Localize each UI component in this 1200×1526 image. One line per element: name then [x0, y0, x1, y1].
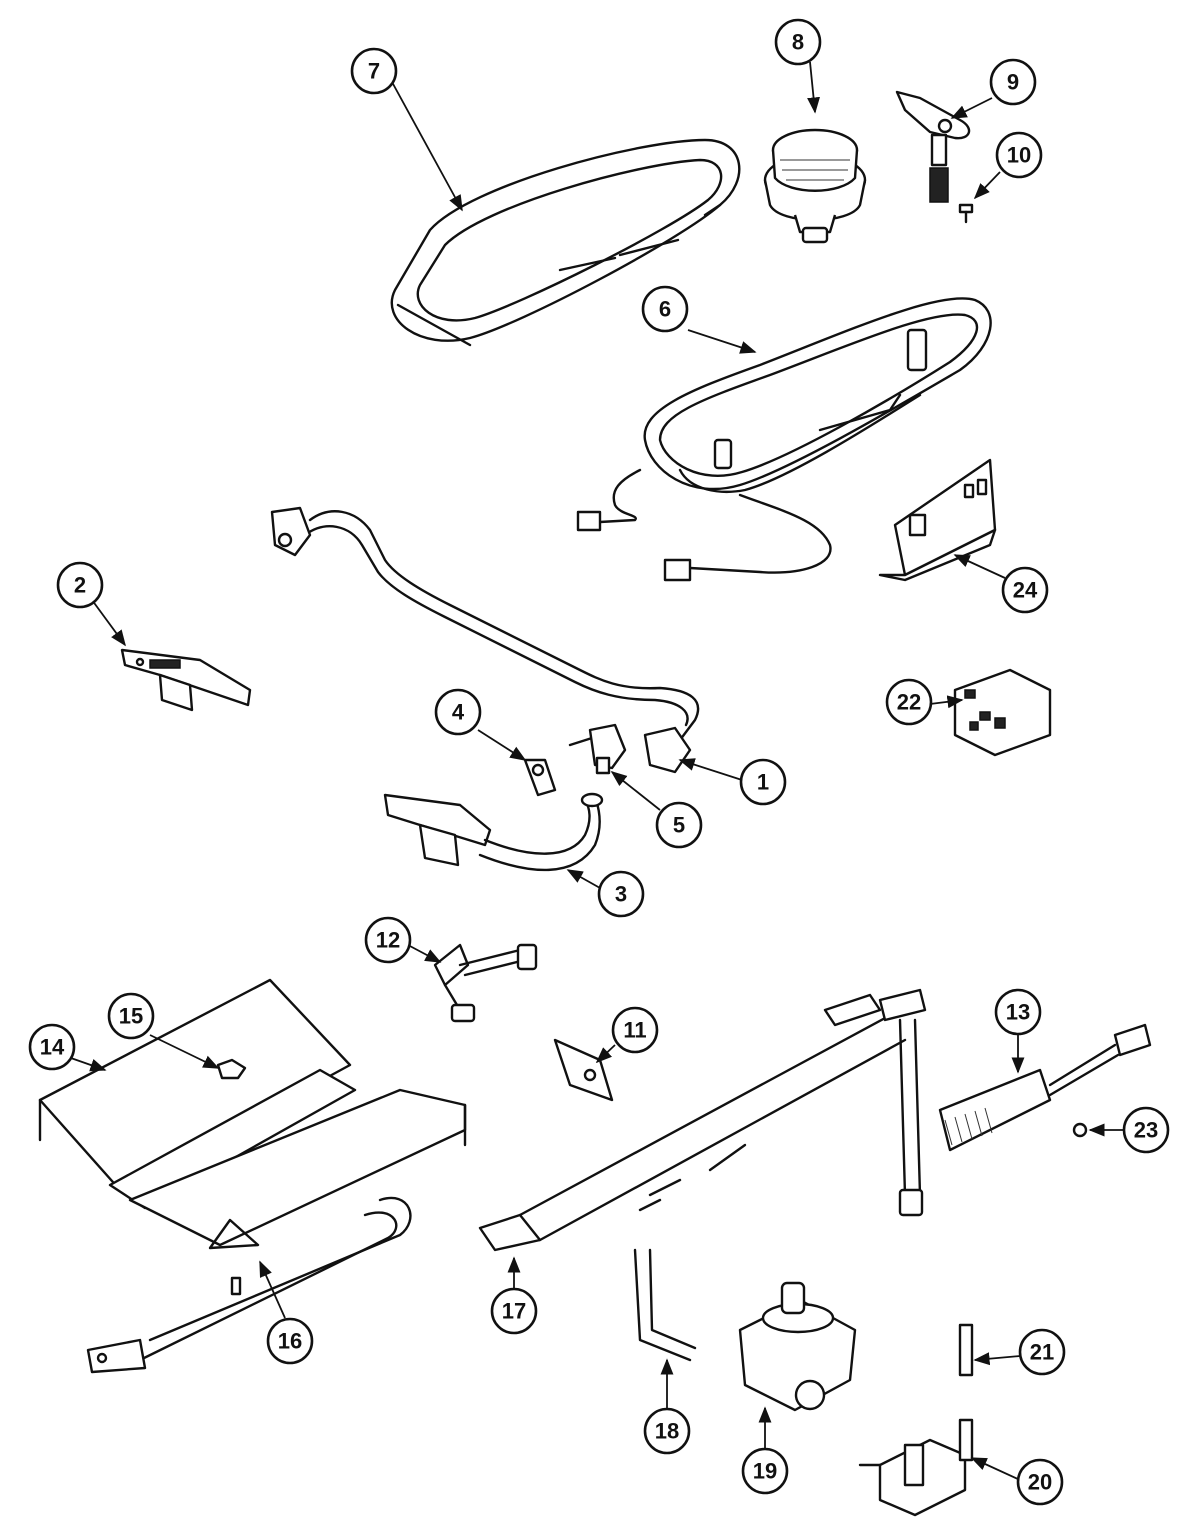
callout-20: 20 — [1016, 1458, 1064, 1506]
part-9-igniter-electrode — [895, 90, 971, 203]
svg-text:15: 15 — [119, 1004, 143, 1029]
svg-text:24: 24 — [1013, 578, 1038, 603]
part-15-wing-nut — [216, 1058, 247, 1080]
callout-8: 8 — [774, 18, 822, 66]
callout-7: 7 — [350, 47, 398, 95]
leader-22 — [929, 695, 964, 709]
part-11-plate — [553, 1038, 614, 1102]
svg-text:18: 18 — [655, 1419, 679, 1444]
callout-19: 19 — [741, 1447, 789, 1495]
callout-5: 5 — [655, 801, 703, 849]
part-8-burner-head — [763, 128, 867, 244]
part-7-burner-ring — [390, 138, 741, 347]
leader-9 — [950, 97, 993, 119]
leader-16 — [259, 1260, 286, 1319]
callout-1: 1 — [739, 758, 787, 806]
callout-22: 22 — [885, 678, 933, 726]
leader-24 — [953, 554, 1006, 579]
svg-text:1: 1 — [757, 770, 769, 795]
part-24-bracket — [878, 458, 997, 582]
part-16-burner-tube — [86, 1196, 412, 1374]
leader-4 — [477, 729, 527, 761]
leader-10 — [973, 171, 1001, 200]
leader-5 — [610, 770, 661, 811]
svg-text:20: 20 — [1028, 1470, 1052, 1495]
svg-text:16: 16 — [278, 1329, 302, 1354]
callout-17: 17 — [490, 1287, 538, 1335]
leader-15 — [149, 1034, 220, 1069]
svg-text:19: 19 — [753, 1459, 777, 1484]
leader-14 — [67, 1056, 107, 1072]
svg-text:23: 23 — [1134, 1118, 1158, 1143]
leader-21 — [973, 1352, 1021, 1366]
svg-text:7: 7 — [368, 59, 380, 84]
part-10-screw — [958, 203, 974, 224]
part-23-screw — [1072, 1122, 1088, 1138]
callout-2: 2 — [56, 561, 104, 609]
callout-16: 16 — [266, 1317, 314, 1365]
callout-15: 15 — [107, 992, 155, 1040]
leader-2 — [91, 599, 126, 647]
svg-text:6: 6 — [659, 297, 671, 322]
svg-text:21: 21 — [1030, 1340, 1054, 1365]
svg-text:12: 12 — [376, 928, 400, 953]
svg-text:10: 10 — [1007, 143, 1031, 168]
part-4-clip — [523, 758, 557, 797]
callout-23: 23 — [1122, 1106, 1170, 1154]
callout-18: 18 — [643, 1407, 691, 1455]
callout-14: 14 — [28, 1023, 76, 1071]
callout-24: 24 — [1001, 566, 1049, 614]
leader-8 — [807, 61, 820, 114]
part-17-main-burner-tube — [478, 988, 927, 1252]
leader-6 — [687, 329, 757, 354]
part-22-ignition-module — [953, 668, 1052, 757]
callouts: 1 2 3 4 5 6 7 8 9 10 11 12 13 14 15 16 1… — [28, 18, 1170, 1506]
leader-12 — [407, 944, 442, 963]
svg-text:4: 4 — [452, 700, 465, 725]
callout-21: 21 — [1018, 1328, 1066, 1376]
svg-text:14: 14 — [40, 1035, 65, 1060]
callout-10: 10 — [995, 131, 1043, 179]
leader-11 — [595, 1044, 616, 1064]
leader-lines — [67, 61, 1125, 1481]
callout-4: 4 — [434, 688, 482, 736]
callout-3: 3 — [597, 870, 645, 918]
callout-6: 6 — [641, 285, 689, 333]
part-18-tubing — [633, 1143, 747, 1362]
part-5-valve — [568, 723, 627, 775]
part-2-bracket — [120, 648, 252, 712]
part-19-pressure-regulator — [738, 1281, 857, 1412]
callout-12: 12 — [364, 916, 412, 964]
svg-text:22: 22 — [897, 690, 921, 715]
part-12-orifice-fitting — [433, 943, 538, 1023]
leader-20 — [970, 1457, 1021, 1481]
svg-text:3: 3 — [615, 882, 627, 907]
callout-11: 11 — [611, 1006, 659, 1054]
leader-3 — [566, 869, 601, 889]
svg-text:9: 9 — [1007, 70, 1019, 95]
leader-1 — [678, 758, 743, 781]
callout-9: 9 — [989, 58, 1037, 106]
svg-text:5: 5 — [673, 813, 685, 838]
callout-13: 13 — [994, 988, 1042, 1036]
part-20-valve — [858, 1418, 974, 1517]
part-1-manifold-tube — [270, 506, 700, 774]
part-3-burner-tube — [383, 792, 604, 872]
svg-text:11: 11 — [623, 1018, 646, 1043]
svg-text:2: 2 — [74, 573, 86, 598]
part-6-burner-pan — [576, 297, 992, 582]
svg-text:8: 8 — [792, 30, 804, 55]
part-13-spark-module — [938, 1023, 1152, 1152]
part-21-pin — [958, 1323, 974, 1377]
svg-text:17: 17 — [502, 1299, 526, 1324]
svg-text:13: 13 — [1006, 1000, 1030, 1025]
part-14-heat-shield — [38, 978, 467, 1250]
leader-7 — [391, 81, 463, 212]
